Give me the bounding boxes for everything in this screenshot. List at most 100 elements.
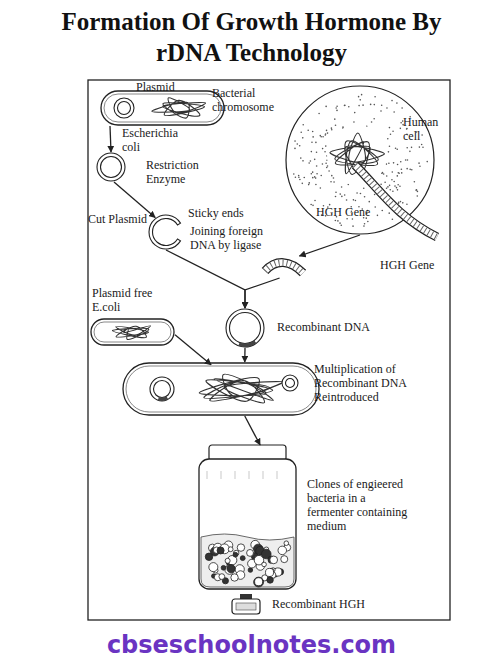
cell-wall: [91, 319, 174, 345]
nucleus: [327, 125, 387, 185]
bacteria-cell: [254, 577, 264, 587]
bacteria-cell: [233, 552, 238, 557]
cytoplasm-dot: [352, 225, 354, 227]
cytoplasm-dot: [398, 202, 400, 204]
cytoplasm-dot: [341, 186, 343, 188]
cytoplasm-dot: [314, 159, 316, 161]
chromosome: [152, 98, 206, 118]
cytoplasm-dot: [400, 161, 402, 163]
cytoplasm-dot: [397, 164, 399, 166]
node-text: Escherichia coli: [122, 126, 192, 154]
cytoplasm-dot: [324, 134, 326, 136]
cytoplasm-dot: [314, 200, 316, 202]
cytoplasm-dot: [311, 151, 313, 153]
process-arrow: [166, 250, 245, 308]
bacteria-cell: [228, 547, 233, 552]
process-arrow: [110, 126, 111, 152]
node-text: Human cell: [403, 115, 443, 143]
node-text: Plasmid free E.coli: [92, 286, 177, 314]
cytoplasm-dot: [382, 172, 384, 174]
node-text: Sticky ends: [188, 206, 244, 220]
cytoplasm-dot: [389, 145, 391, 147]
cytoplasm-dot: [384, 181, 386, 183]
cytoplasm-dot: [308, 162, 310, 164]
cytoplasm-dot: [327, 165, 329, 167]
cytoplasm-dot: [409, 151, 411, 153]
cytoplasm-dot: [325, 145, 327, 147]
cytoplasm-dot: [322, 136, 324, 138]
plasmid-ring: [97, 153, 125, 181]
cytoplasm-dot: [371, 121, 373, 123]
cytoplasm-dot: [333, 177, 335, 179]
node-text: Cut Plasmid: [88, 212, 147, 226]
cytoplasm-dot: [312, 177, 314, 179]
cytoplasm-dot: [393, 181, 395, 183]
cytoplasm-dot: [312, 171, 314, 173]
cytoplasm-dot: [335, 107, 337, 109]
cytoplasm-dot: [411, 147, 413, 149]
node-shape: [100, 90, 225, 126]
cytoplasm-dot: [389, 185, 391, 187]
node-shape: [148, 214, 184, 250]
cytoplasm-dot: [341, 196, 343, 198]
cytoplasm-dot: [380, 110, 382, 112]
part-label: Bacterial chromosome: [212, 86, 292, 114]
cytoplasm-dot: [374, 96, 376, 98]
cytoplasm-dot: [406, 168, 408, 170]
process-arrow: [244, 348, 246, 362]
cytoplasm-dot: [346, 199, 348, 201]
cytoplasm-dot: [363, 225, 365, 227]
cytoplasm-dot: [367, 221, 369, 223]
cytoplasm-dot: [358, 96, 360, 98]
bacteria-cell: [221, 565, 226, 570]
cytoplasm-dot: [302, 160, 304, 162]
node-shape: [195, 445, 300, 590]
bacteria-cell: [270, 556, 278, 564]
cytoplasm-dot: [414, 181, 416, 183]
cell-wall: [123, 363, 319, 415]
cytoplasm-dot: [312, 131, 314, 133]
bacteria-cell: [225, 558, 230, 563]
cell-membrane: [94, 322, 171, 342]
cytoplasm-dot: [383, 173, 385, 175]
cytoplasm-dot: [307, 130, 309, 132]
cytoplasm-dot: [328, 170, 330, 172]
process-arrow: [114, 182, 155, 218]
cytoplasm-dot: [395, 147, 397, 149]
cytoplasm-dot: [426, 161, 428, 163]
bottle-body: [232, 599, 260, 614]
cytoplasm-dot: [387, 138, 389, 140]
cytoplasm-dot: [405, 159, 407, 161]
cytoplasm-dot: [311, 141, 313, 143]
plasmid-ring: [149, 215, 180, 249]
cytoplasm-dot: [418, 162, 420, 164]
stage-node: Restriction Enzyme: [96, 152, 126, 182]
gene-band: [355, 165, 437, 237]
bacteria-cell: [209, 563, 218, 572]
cytoplasm-dot: [315, 177, 317, 179]
cytoplasm-dot: [393, 162, 395, 164]
cytoplasm-dot: [362, 104, 364, 106]
cytoplasm-dot: [336, 105, 338, 107]
cytoplasm-dot: [354, 112, 356, 114]
cytoplasm-dot: [397, 189, 399, 191]
cytoplasm-dot: [411, 169, 413, 171]
cytoplasm-dot: [331, 127, 333, 129]
bacteria-cell: [262, 562, 267, 567]
chromosome: [112, 326, 150, 340]
cytoplasm-dot: [319, 135, 321, 137]
cytoplasm-dot: [344, 105, 346, 107]
cytoplasm-dot: [316, 151, 318, 153]
cytoplasm-dot: [298, 175, 300, 177]
bacteria-cell: [255, 578, 263, 586]
cytoplasm-dot: [310, 204, 312, 206]
gene-insert: [238, 340, 256, 347]
bacteria-cell: [237, 544, 244, 551]
bacteria-cell: [231, 574, 238, 581]
cytoplasm-dot: [377, 215, 379, 217]
cytoplasm-dot: [311, 173, 313, 175]
glass-shine: [235, 471, 236, 479]
cytoplasm-dot: [391, 100, 393, 102]
cytoplasm-dot: [302, 124, 304, 126]
